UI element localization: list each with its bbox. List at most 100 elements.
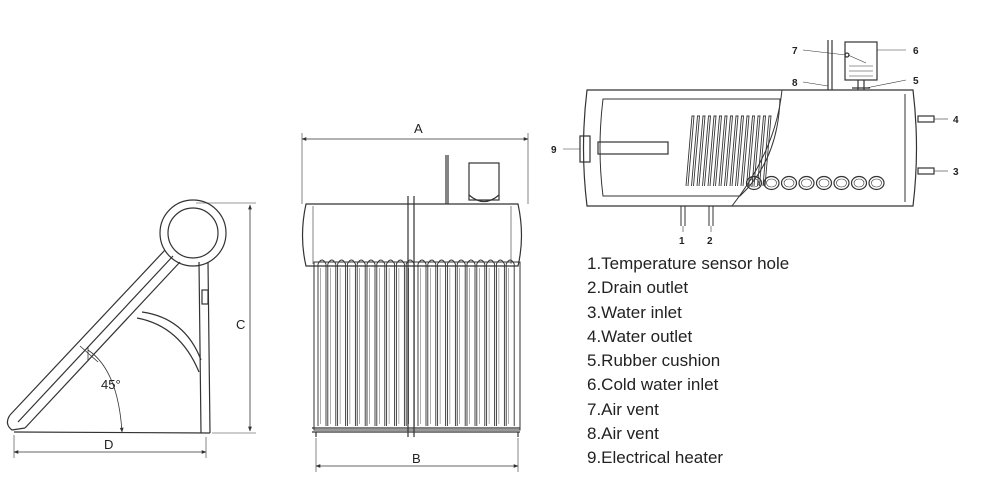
vacuum-tubes	[317, 259, 515, 426]
coil-turn	[702, 115, 711, 187]
front-tank	[301, 203, 523, 267]
vacuum-tube	[366, 259, 376, 426]
tube-socket-inner	[871, 178, 882, 188]
section-inner-tank	[599, 98, 781, 197]
vacuum-tube	[505, 259, 515, 426]
vacuum-tube	[427, 259, 437, 426]
tube-socket	[798, 175, 815, 191]
vacuum-tube	[376, 259, 386, 426]
part-number-9: 9	[551, 145, 557, 156]
legend-item-5: 5.Rubber cushion	[587, 351, 721, 371]
tube-socket	[780, 175, 798, 191]
legend-item-7: 7.Air vent	[587, 399, 659, 419]
tube-socket	[850, 175, 868, 191]
tube-socket-inner	[766, 178, 777, 188]
coil-turn	[762, 115, 772, 187]
vacuum-tube	[386, 259, 396, 426]
tank-section-view	[563, 40, 948, 232]
tube-socket-inner	[801, 178, 812, 188]
ground-line	[13, 431, 211, 434]
section-aux-tank	[844, 41, 878, 81]
vacuum-tube	[466, 259, 476, 426]
coil-turn	[740, 115, 750, 187]
part-number-7: 7	[792, 46, 798, 57]
tube-socket-inner	[853, 178, 865, 188]
rear-leg-2	[207, 261, 211, 434]
coil-turn	[713, 115, 722, 187]
collector-bottom-edge	[24, 261, 181, 429]
dim-b-label: B	[412, 451, 421, 466]
coil-turn	[751, 115, 761, 187]
heating-coil	[685, 115, 772, 187]
rear-leg	[198, 261, 202, 434]
part-number-2: 2	[707, 236, 713, 247]
leader-8	[802, 81, 829, 87]
coil-turn	[696, 115, 706, 187]
tube-socket	[763, 175, 780, 191]
tube-socket	[833, 175, 850, 191]
front-aux-tank	[468, 162, 500, 201]
vacuum-tube	[405, 259, 415, 426]
angle-arc	[87, 349, 124, 433]
tube-socket-inner	[748, 178, 760, 188]
coil-turn	[724, 115, 733, 187]
dim-d-label: D	[104, 437, 113, 452]
vacuum-tube	[337, 259, 347, 426]
side-tank-inner	[167, 207, 219, 259]
vacuum-tube	[495, 259, 505, 426]
legend-item-1: 1.Temperature sensor hole	[587, 254, 790, 273]
side-tank	[159, 199, 227, 267]
legend-item-8: 8.Air vent	[587, 424, 659, 444]
angle-tick	[79, 345, 99, 363]
vacuum-tube	[486, 259, 496, 426]
coil-turn	[735, 115, 744, 187]
vacuum-tube	[437, 259, 447, 426]
tube-socket-inner	[818, 178, 830, 188]
collector-end	[6, 414, 26, 431]
tube-socket	[745, 175, 763, 191]
part-number-6: 6	[913, 46, 919, 57]
front-aux-neck	[468, 194, 500, 203]
vacuum-tube	[346, 259, 356, 426]
tube-sockets	[745, 175, 885, 191]
leg-bracket	[201, 289, 209, 305]
legend-item-2: 2.Drain outlet	[587, 278, 689, 298]
leader-5	[865, 79, 907, 89]
side-view	[6, 199, 256, 458]
legend-item-4: 4.Water outlet	[587, 326, 693, 346]
part-number-4: 4	[953, 115, 959, 126]
coil-turn	[707, 115, 717, 187]
part-number-1: 1	[679, 236, 685, 247]
water-outlet-pipe	[917, 115, 935, 123]
legend-item-3: 3.Water inlet	[587, 302, 682, 322]
front-view	[301, 133, 529, 472]
front-frame	[313, 261, 521, 431]
vacuum-tube	[317, 259, 327, 426]
vacuum-tube	[395, 259, 405, 426]
coil-turn	[757, 115, 766, 187]
aux-tank-float	[847, 54, 867, 64]
coil-turn	[746, 115, 755, 187]
coil-turn	[718, 115, 728, 187]
tube-socket	[815, 175, 833, 191]
vacuum-tube	[417, 259, 427, 426]
tube-socket-inner	[836, 178, 847, 188]
curved-brace-2	[136, 317, 200, 373]
coil-turn	[685, 115, 695, 187]
leader-7	[802, 49, 847, 56]
section-outer-shell	[582, 89, 918, 207]
water-inlet-pipe	[917, 167, 935, 175]
vacuum-tube	[327, 259, 337, 426]
part-number-8: 8	[792, 78, 798, 89]
collector-top-edge	[9, 249, 166, 416]
parts-legend: 1.Temperature sensor hole 2.Drain outlet…	[587, 252, 789, 471]
dim-c-label: C	[236, 317, 245, 332]
legend-item-6: 6.Cold water inlet	[587, 375, 719, 395]
vacuum-tube	[476, 259, 486, 426]
angle-label: 45°	[101, 377, 121, 392]
vacuum-tube	[356, 259, 366, 426]
tube-socket-inner	[783, 178, 795, 188]
curved-brace	[141, 311, 202, 361]
